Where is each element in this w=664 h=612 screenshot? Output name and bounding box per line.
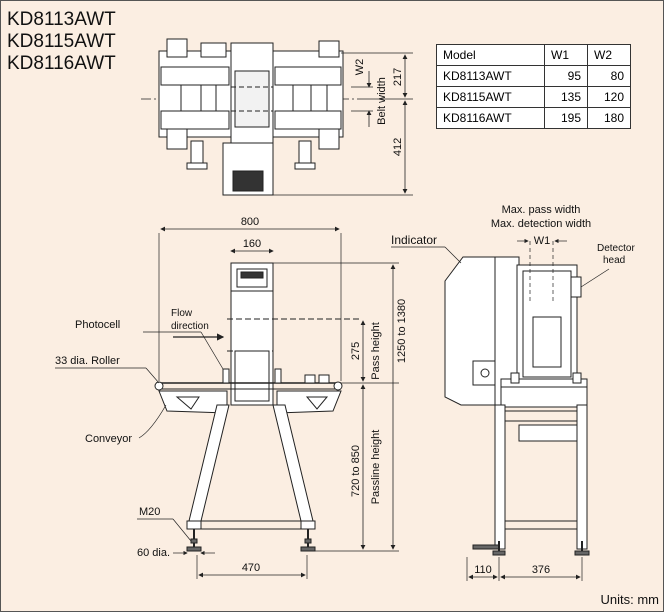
m20-label: M20	[139, 506, 160, 518]
side-view	[391, 238, 610, 581]
foot-dia-label: 60 dia.	[137, 547, 170, 559]
model-title-2: KD8115AWT	[7, 31, 116, 52]
cell-model: KD8115AWT	[436, 86, 545, 108]
table-row: KD8116AWT 195 180	[436, 107, 631, 129]
cell-w1: 195	[544, 107, 588, 129]
dim-110: 110	[474, 564, 492, 576]
dim-275: 275	[350, 342, 362, 360]
model-title-3: KD8116AWT	[7, 53, 116, 74]
dim-217: 217	[392, 68, 404, 86]
flow-label-2: direction	[171, 321, 209, 332]
spec-table: Model W1 W2 KD8113AWT 95 80 KD8115AWT 13…	[436, 44, 631, 129]
dim-800: 800	[241, 216, 259, 228]
dim-376: 376	[532, 564, 550, 576]
roller-label: 33 dia. Roller	[55, 355, 120, 367]
indicator-label: Indicator	[391, 233, 437, 247]
dim-470: 470	[242, 562, 260, 574]
w2-label: W2	[354, 59, 366, 76]
cell-w2: 120	[587, 86, 631, 108]
w1-label: W1	[534, 235, 551, 247]
photocell-label: Photocell	[75, 319, 120, 331]
max-detection-width-label: Max. detection width	[491, 218, 591, 230]
front-view	[55, 226, 399, 579]
belt-width-label: Belt width	[376, 77, 388, 125]
units-label: Units: mm	[600, 592, 660, 607]
pass-height-label: Pass height	[370, 322, 382, 379]
dim-412: 412	[392, 138, 404, 156]
flow-label-1: Flow	[171, 308, 193, 319]
dim-1250-1380: 1250 to 1380	[396, 299, 408, 363]
table-row: KD8115AWT 135 120	[436, 86, 631, 108]
detector-head-label-2: head	[603, 255, 625, 266]
top-view	[141, 38, 413, 196]
max-pass-width-label: Max. pass width	[502, 204, 581, 216]
detector-head-label-1: Detector	[597, 243, 635, 254]
model-title-1: KD8113AWT	[7, 9, 116, 30]
dim-720-850: 720 to 850	[350, 445, 362, 497]
passline-height-label: Passline height	[370, 430, 382, 505]
conveyor-label: Conveyor	[85, 433, 132, 445]
cell-w2: 180	[587, 107, 631, 129]
dim-160: 160	[243, 238, 261, 250]
